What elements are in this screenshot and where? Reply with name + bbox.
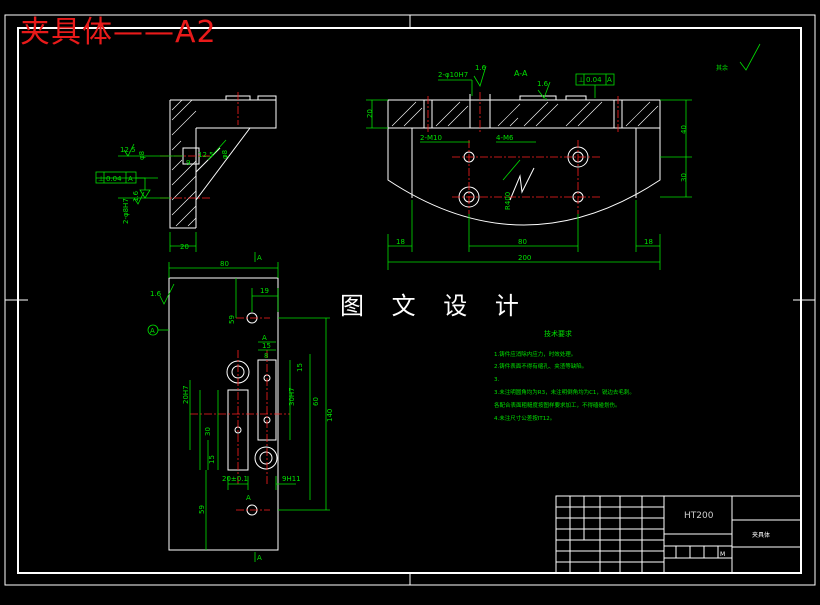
front-dim-hole-bottom: 2-M10: [420, 134, 442, 142]
top-view-centerlines: [190, 317, 290, 511]
front-dim-offset-right: 18: [644, 238, 653, 246]
front-view: A-A 2-φ10H7 2-M10 4-M6 20 40 30 R400 200…: [366, 43, 761, 270]
side-view-hatch: [171, 99, 197, 227]
front-dim-offset-left: 18: [396, 238, 405, 246]
top-dim-20pm: 20±0.1: [222, 475, 248, 483]
notes-item-1: 1.铸件应消除内应力，时效处理。: [494, 350, 576, 358]
front-view-boss: [519, 95, 557, 101]
sheet-border: [4, 14, 816, 586]
top-view-dims: [147, 252, 330, 562]
side-dim-hole-right: φ8: [221, 150, 229, 159]
front-dim-hole-spacing: 80: [518, 238, 527, 246]
side-view-boss-2: [257, 95, 277, 101]
top-view: 80 19 59 15 8 15 60 30 15 20H7 30H7 140 …: [147, 252, 334, 562]
technical-notes: 技术要求 1.铸件应消除内应力，时效处理。 2.铸件表面不得有缩孔、夹渣等缺陷。…: [494, 329, 635, 422]
top-dim-19: 19: [260, 287, 269, 295]
section-mark-low: A: [246, 494, 251, 502]
top-dim-140: 140: [326, 409, 334, 422]
notes-heading: 技术要求: [544, 329, 572, 338]
front-tol-symbol: ⊥: [578, 76, 584, 84]
top-dim-8: 8: [264, 352, 268, 360]
title-block-mark: M: [720, 551, 725, 558]
notes-item-2: 2.铸件表面不得有缩孔、夹渣等缺陷。: [494, 362, 587, 370]
notes-item-5: 各配合表面粗糙度按图样要求加工，不得磕碰划伤。: [494, 401, 621, 409]
top-dim-width: 80: [220, 260, 229, 268]
front-view-dims: [366, 43, 761, 270]
front-dim-width-total: 200: [518, 254, 531, 262]
section-mark-mid: A: [262, 334, 267, 342]
front-view-hatch: [391, 101, 659, 127]
top-view-pin-b: [254, 446, 278, 470]
side-dim-hole-left: φ8: [138, 151, 146, 160]
front-view-arc-body: [387, 128, 661, 226]
front-dim-height-right-1: 40: [680, 125, 688, 134]
side-view-dims: [95, 139, 227, 252]
side-tol-value: 0.04: [106, 175, 122, 183]
front-tol-value: 0.04: [586, 76, 602, 84]
sheet-title: 夹具体——A2: [20, 15, 217, 50]
top-dim-15: 15: [262, 342, 271, 350]
top-dim-30: 30: [204, 427, 212, 436]
front-tol-datum: A: [607, 76, 612, 84]
title-block-material: HT200: [684, 511, 714, 521]
top-dim-59-top: 59: [228, 315, 236, 324]
side-dim-small: 9: [186, 159, 190, 167]
top-dim-30H7: 30H7: [288, 387, 296, 406]
side-tol-symbol: ⊥: [98, 175, 104, 183]
front-dim-height-left: 20: [366, 109, 374, 118]
section-label: A-A: [514, 69, 528, 78]
front-view-centerlines: [427, 92, 619, 214]
side-dim-thread: 2-φ8H7: [122, 198, 130, 224]
top-roughness: 1.6: [150, 290, 162, 298]
top-datum-symbol: A: [150, 327, 155, 335]
front-dim-radius: R400: [504, 192, 512, 210]
side-view-centerlines: [160, 92, 239, 199]
front-roughness-b: 1.6: [537, 80, 549, 88]
top-dim-9H11: 9H11: [282, 475, 301, 483]
notes-item-4: 3.未注明圆角均为R3，未注明倒角均为C1，锐边去毛刺。: [494, 388, 635, 396]
front-view-top-plate: [387, 99, 661, 129]
watermark: 图 文 设 计: [340, 292, 529, 320]
front-dim-hole-top: 2-φ10H7: [438, 71, 468, 79]
title-block-part-name: 夹具体: [752, 531, 770, 539]
section-mark-bottom: A: [257, 554, 262, 562]
title-block: [555, 495, 802, 574]
top-dim-20H7: 20H7: [182, 385, 190, 404]
front-view-boss-2: [565, 95, 587, 101]
front-dim-height-right-2: 30: [680, 173, 688, 182]
side-dim-width: 20: [180, 243, 189, 251]
side-view-outline-left: [169, 100, 196, 229]
top-dim-59-bottom: 59: [198, 505, 206, 514]
side-dim-roughness-mid: 12.5: [198, 151, 214, 159]
side-view: 20 12.5 φ8 12.5 φ8 9 ⊥ 0.04 A 1.6 2-φ8H7: [95, 92, 277, 252]
title-block-frame: [555, 495, 802, 574]
top-dim-15c: 15: [208, 455, 216, 464]
roughness-general: 其余: [716, 64, 728, 72]
notes-item-6: 4.未注尺寸公差按IT12。: [494, 414, 555, 422]
section-mark-top: A: [257, 254, 262, 262]
side-dim-roughness-top: 12.5: [120, 146, 136, 154]
front-view-break-line: [509, 167, 535, 201]
notes-item-3: 3.: [494, 377, 499, 383]
front-roughness-a: 1.6: [475, 64, 487, 72]
side-dim-roughness-low: 1.6: [132, 190, 140, 202]
front-dim-thread: 4-M6: [496, 134, 514, 142]
side-tol-datum: A: [128, 175, 133, 183]
top-dim-60: 60: [312, 397, 320, 406]
top-dim-15b: 15: [296, 363, 304, 372]
